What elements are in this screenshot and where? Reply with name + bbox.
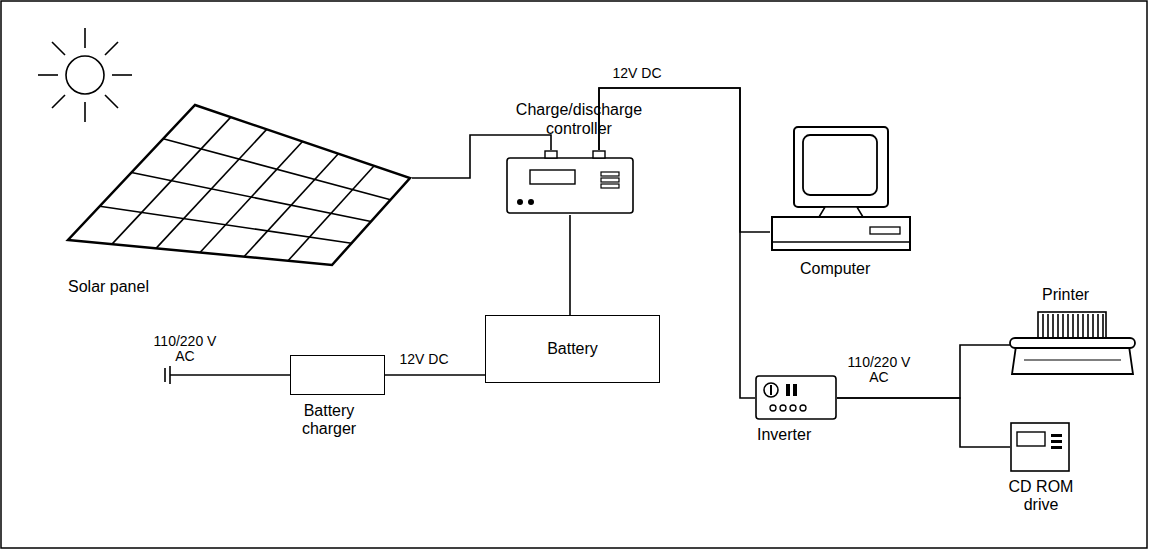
drawing-stroke: [52, 42, 65, 55]
battery-charger: Battery charger: [290, 355, 385, 395]
drawing-stroke: [601, 178, 619, 182]
drawing-stroke: [1077, 314, 1079, 338]
drawing-stroke: [1012, 346, 1133, 374]
battery: Battery: [485, 315, 660, 383]
solar-panel-drawing: [66, 100, 412, 268]
device-label: Printer: [1042, 286, 1089, 304]
drawing-stroke: [1051, 440, 1062, 443]
drawing-stroke: [84, 28, 86, 48]
drawing-stroke: [530, 170, 575, 184]
drawing-stroke: [1072, 314, 1074, 338]
computer: Computer: [770, 125, 912, 252]
wire-label: 12V DC: [606, 66, 668, 81]
drawing-stroke: [52, 95, 65, 108]
sun-symbol: [38, 28, 132, 122]
drawing-stroke: [1067, 314, 1069, 338]
drawing-stroke: [1038, 312, 1106, 340]
drawing-stroke: [66, 56, 104, 94]
voltage-label: 110/220 V AC: [146, 334, 224, 365]
drawing-stroke: [772, 217, 910, 250]
drawing-stroke: [770, 385, 772, 395]
drawing-stroke: [780, 405, 786, 411]
drawing-stroke: [1051, 446, 1062, 449]
drawing-stroke: [1017, 432, 1045, 446]
wire-label: 12V DC: [393, 352, 455, 367]
drawing-stroke: [1102, 314, 1104, 338]
drawing-stroke: [1051, 434, 1062, 437]
drawing-stroke: [764, 383, 778, 397]
device-label: Inverter: [757, 426, 811, 444]
drawing-stroke: [601, 172, 619, 176]
device-label: Computer: [800, 260, 870, 278]
drawing-stroke: [1011, 423, 1069, 471]
drawing-stroke: [793, 384, 797, 396]
drawing-stroke: [1097, 314, 1099, 338]
drawing-stroke: [507, 158, 633, 213]
device-label: CD ROM drive: [996, 478, 1086, 515]
drawing-stroke: [545, 151, 557, 158]
drawing-stroke: [1062, 314, 1064, 338]
drawing-stroke: [1042, 314, 1044, 338]
drawing-stroke: [38, 74, 58, 76]
cd-rom-drive-drawing: [1010, 422, 1070, 472]
computer-drawing: [770, 125, 912, 252]
wire: [569, 215, 571, 315]
inverter: Inverter: [755, 375, 837, 420]
drawing-stroke: [803, 135, 877, 195]
drawing-stroke: [772, 241, 910, 242]
drawing-stroke: [1010, 338, 1135, 348]
inverter-drawing: [755, 375, 837, 420]
drawing-stroke: [819, 207, 863, 217]
drawing-stroke: [84, 102, 86, 122]
drawing-stroke: [1024, 359, 1121, 360]
printer: Printer: [1010, 310, 1135, 378]
drawing-stroke: [800, 405, 806, 411]
drawing-stroke: [1082, 314, 1084, 338]
drawing-stroke: [794, 127, 888, 207]
charge-controller-drawing: [505, 150, 635, 215]
drawing-stroke: [105, 95, 118, 108]
mains-plug: [165, 366, 290, 384]
drawing-stroke: [790, 405, 796, 411]
device-label: Charge/discharge controller: [509, 101, 649, 138]
drawing-stroke: [68, 105, 410, 265]
drawing-stroke: [163, 139, 390, 200]
drawing-stroke: [786, 384, 790, 396]
drawing-stroke: [105, 42, 118, 55]
device-label: Battery charger: [289, 402, 369, 439]
printer-drawing: [1010, 310, 1135, 378]
drawing-stroke: [1057, 314, 1059, 338]
solar-panel: Solar panel: [66, 100, 412, 268]
drawing-stroke: [1052, 314, 1054, 338]
drawing-stroke: [756, 376, 836, 419]
drawing-stroke: [601, 184, 619, 188]
drawing-stroke: [517, 199, 523, 205]
drawing-stroke: [1092, 314, 1094, 338]
drawing-stroke: [770, 405, 776, 411]
device-label: Solar panel: [68, 278, 149, 296]
drawing-stroke: [528, 199, 534, 205]
drawing-stroke: [870, 227, 900, 234]
cd-rom-drive: CD ROM drive: [1010, 422, 1070, 472]
drawing-stroke: [1047, 314, 1049, 338]
drawing-stroke: [100, 206, 352, 243]
charge-controller: Charge/discharge controller: [505, 150, 635, 215]
drawing-stroke: [132, 173, 372, 222]
wire: [837, 345, 1010, 398]
wire-label: 110/220 V AC: [840, 355, 918, 386]
drawing-stroke: [164, 368, 166, 382]
drawing-stroke: [170, 374, 290, 376]
wire: [837, 398, 1010, 447]
drawing-stroke: [112, 74, 132, 76]
wire: [385, 374, 485, 376]
drawing-stroke: [593, 151, 605, 158]
drawing-stroke: [1087, 314, 1089, 338]
node-label: Battery: [547, 340, 598, 358]
